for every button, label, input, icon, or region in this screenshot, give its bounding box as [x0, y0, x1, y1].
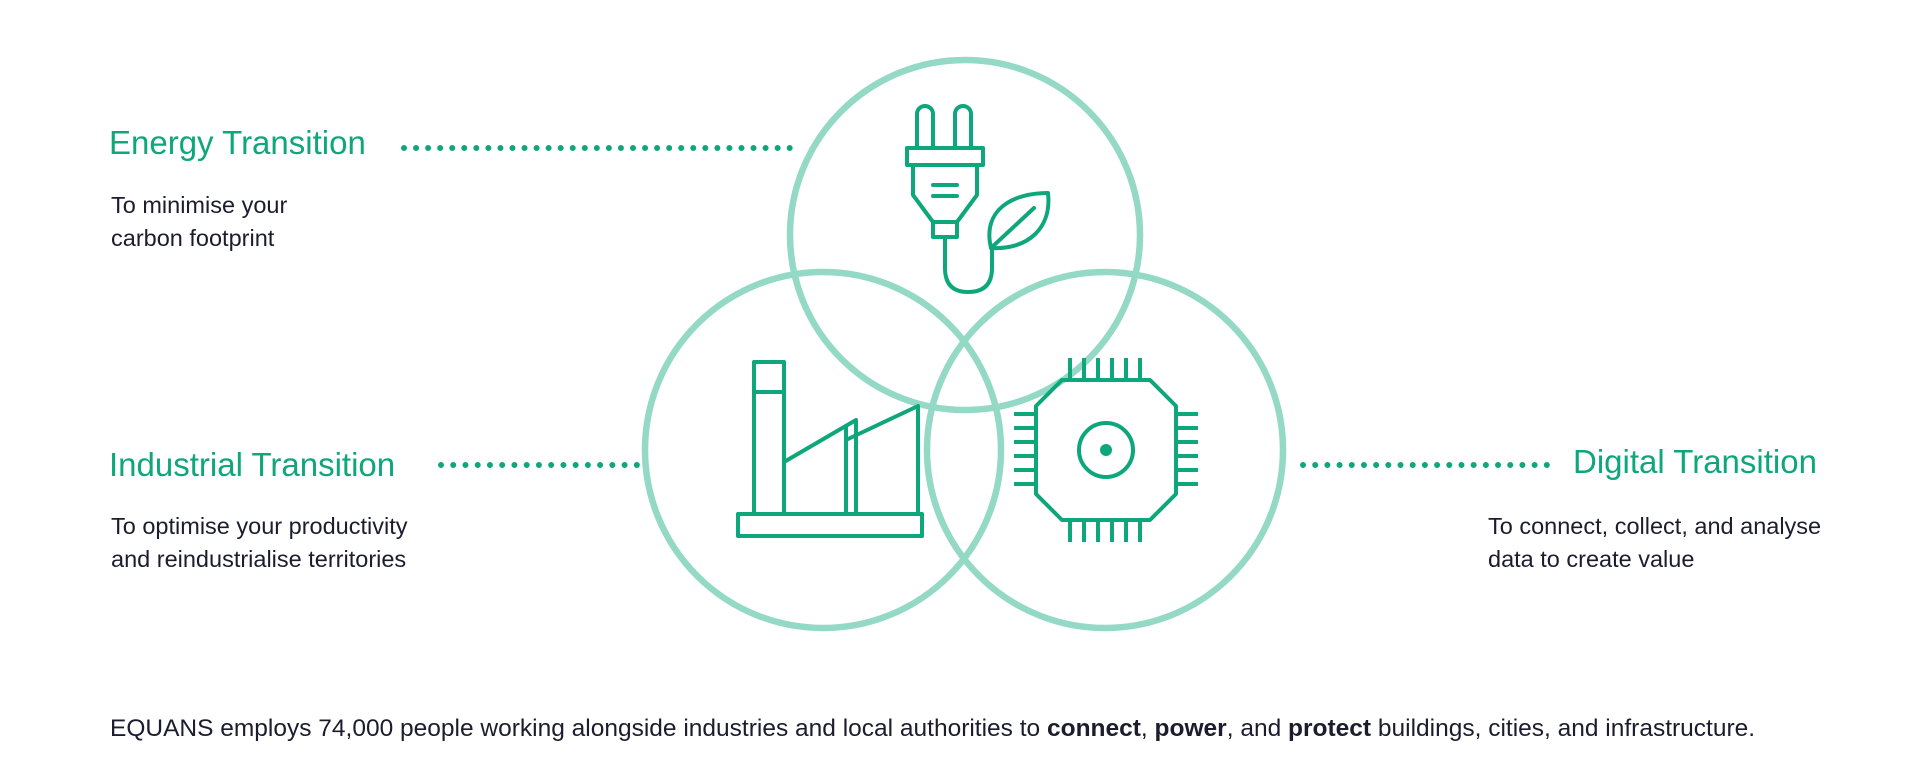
industrial-description-line-2: and reindustrialise territories: [111, 546, 407, 572]
footer-statement: EQUANS employs 74,000 people working alo…: [110, 713, 1755, 745]
factory-icon: [736, 360, 924, 538]
energy-transition-description: To minimise your carbon footprint: [111, 189, 287, 255]
footer-bold-power: power: [1154, 715, 1227, 742]
industrial-circle: [641, 268, 1005, 632]
footer-text-4: buildings, cities, and infrastructure.: [1371, 715, 1756, 742]
energy-circle: [786, 56, 1144, 414]
digital-description-line-1: To connect, collect, and analyse: [1488, 513, 1822, 539]
energy-description-line-1: To minimise your: [111, 192, 288, 218]
industrial-transition-description: To optimise your productivity and reindu…: [111, 510, 407, 576]
industrial-description-line-1: To optimise your productivity: [111, 513, 408, 539]
footer-text-1: EQUANS employs 74,000 people working alo…: [110, 715, 1047, 742]
energy-transition-title: Energy Transition: [109, 124, 366, 161]
energy-description-line-2: carbon footprint: [111, 225, 275, 251]
digital-description-line-2: data to create value: [1488, 546, 1695, 572]
digital-dotted-connector: [1300, 462, 1550, 468]
industrial-transition-title: Industrial Transition: [109, 446, 396, 483]
footer-text-3: , and: [1226, 715, 1289, 742]
plug-leaf-icon: [905, 104, 1051, 294]
energy-dotted-connector: [401, 145, 793, 151]
footer-bold-connect: connect: [1046, 715, 1141, 742]
footer-text-2: ,: [1140, 715, 1155, 742]
digital-transition-description: To connect, collect, and analyse data to…: [1488, 510, 1821, 576]
digital-circle: [923, 268, 1287, 632]
industrial-dotted-connector: [438, 462, 640, 468]
digital-transition-title: Digital Transition: [1573, 443, 1817, 480]
microchip-icon: [1014, 358, 1198, 542]
footer-bold-protect: protect: [1288, 715, 1372, 742]
